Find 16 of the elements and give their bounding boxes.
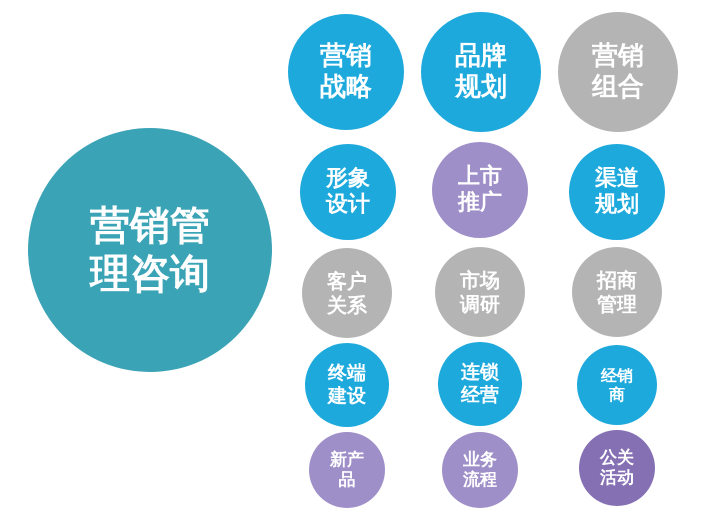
topic-label: 渠道规划 bbox=[594, 166, 640, 218]
topic-label: 形象设计 bbox=[325, 166, 371, 218]
topic-label: 上市推广 bbox=[457, 164, 503, 216]
topic-label: 市场调研 bbox=[459, 268, 501, 316]
topic-label: 客户关系 bbox=[326, 269, 368, 317]
topic-label: 营销管理咨询 bbox=[89, 202, 211, 298]
topic-label: 终端建设 bbox=[327, 362, 367, 408]
topic-label: 连锁经营 bbox=[460, 361, 500, 407]
topic-label: 业务流程 bbox=[462, 450, 498, 490]
topic-label: 经销商 bbox=[600, 366, 634, 404]
topic-label: 营销组合 bbox=[591, 40, 645, 104]
topic-label: 公关活动 bbox=[599, 448, 635, 488]
topic-label: 品牌规划 bbox=[454, 40, 508, 104]
topic-label: 招商管理 bbox=[596, 268, 638, 316]
topic-label: 新产品 bbox=[329, 450, 365, 490]
topic-label: 营销战略 bbox=[319, 40, 373, 104]
